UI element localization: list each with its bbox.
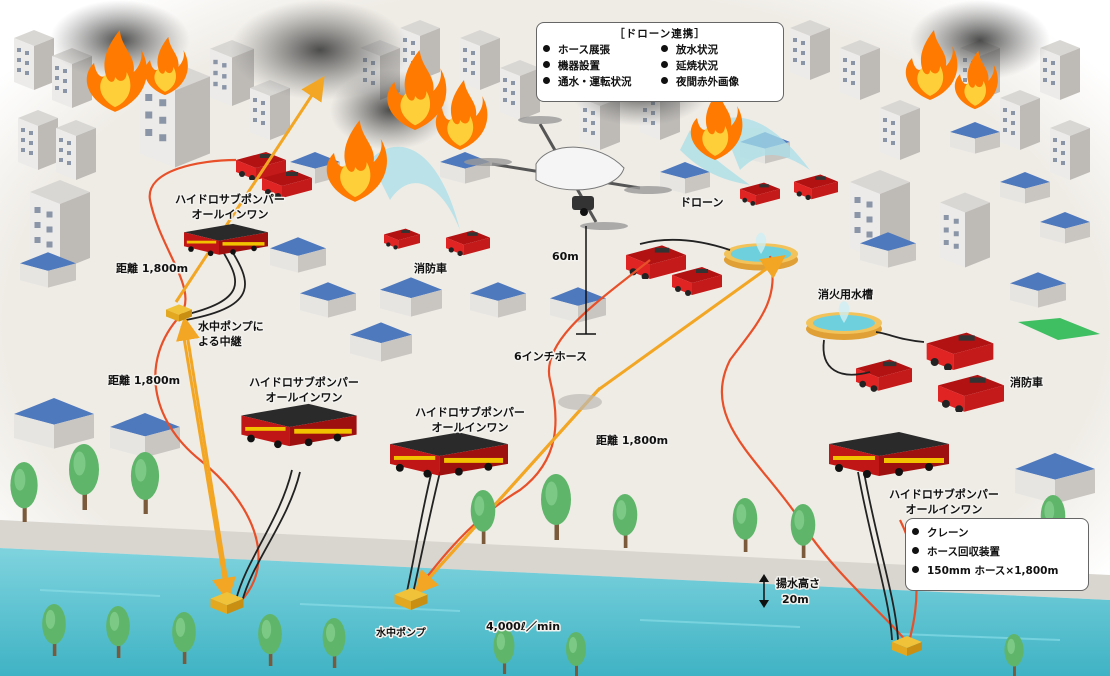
bullet-icon: [912, 566, 919, 573]
drone-panel-item: ホース展張: [543, 42, 661, 58]
submersible-pump-label: 水中ポンプ: [375, 626, 427, 639]
drone-panel-title: ［ドローン連携］: [614, 28, 706, 40]
pumper-center-label-2: オールインワン: [432, 421, 509, 434]
lift-height-label-2: 20m: [782, 593, 809, 606]
drone-panel-item: 機器設置: [543, 58, 661, 74]
pumper-top-label-2: オールインワン: [192, 208, 269, 221]
altitude-indicator: [576, 226, 596, 335]
flow-rate-label: 4,000ℓ／min: [486, 620, 560, 633]
drone: [464, 116, 672, 410]
bullet-icon: [912, 547, 919, 554]
equipment-item: 150mm ホース×1,800m: [906, 562, 1088, 581]
relay-label-2: よる中継: [198, 334, 242, 348]
drone-panel-item: 延焼状況: [661, 58, 779, 74]
drone-panel-item: 通水・運転状況: [543, 74, 661, 90]
black-hoses: [179, 238, 925, 641]
labels: ハイドロサブポンパー オールインワン ハイドロサブポンパー オールインワン ハイ…: [107, 191, 1045, 641]
distance-label-1: 距離 1,800m: [116, 261, 188, 275]
water-tank-label: 消火用水槽: [818, 287, 873, 301]
distance-label-2: 距離 1,800m: [108, 373, 180, 387]
fire-engine-label-1: 消防車: [414, 261, 447, 275]
lift-height-arrow: [759, 574, 769, 608]
drone-panel-item: 夜間赤外画像: [661, 74, 779, 90]
bullet-icon: [543, 45, 550, 52]
drone-coordination-panel: ［ドローン連携］ ホース展張 機器設置 通水・運転状況 放水状況 延焼状況 夜間…: [536, 22, 784, 102]
pumper-top-label-1: ハイドロサブポンパー: [175, 192, 285, 206]
altitude-label: 60m: [552, 250, 579, 263]
pumper-right-label-2: オールインワン: [906, 503, 983, 516]
lift-height-label-1: 揚水高さ: [776, 576, 820, 590]
bullet-icon: [912, 528, 919, 535]
hose-label: 6インチホース: [514, 350, 587, 363]
bullet-icon: [543, 77, 550, 84]
drone-panel-item: 放水状況: [661, 42, 779, 58]
bullet-icon: [543, 61, 550, 68]
drone-label: ドローン: [680, 196, 723, 209]
pumper-equipment-panel: クレーン ホース回収装置 150mm ホース×1,800m: [905, 518, 1089, 591]
equipment-item: ホース回収装置: [906, 543, 1088, 562]
distance-label-3: 距離 1,800m: [596, 433, 668, 447]
bullet-icon: [661, 77, 668, 84]
pumper-center-label-1: ハイドロサブポンパー: [415, 405, 525, 419]
pumper-mid-left-label-2: オールインワン: [266, 391, 343, 404]
bullet-icon: [661, 45, 668, 52]
fire-engine-label-2: 消防車: [1010, 375, 1043, 389]
relay-label-1: 水中ポンプに: [198, 319, 264, 333]
drone-link-arrows: [174, 75, 786, 602]
pumper-mid-left-label-1: ハイドロサブポンパー: [249, 375, 359, 389]
pumper-right-label-1: ハイドロサブポンパー: [889, 487, 999, 501]
equipment-item: クレーン: [906, 524, 1088, 543]
bullet-icon: [661, 61, 668, 68]
